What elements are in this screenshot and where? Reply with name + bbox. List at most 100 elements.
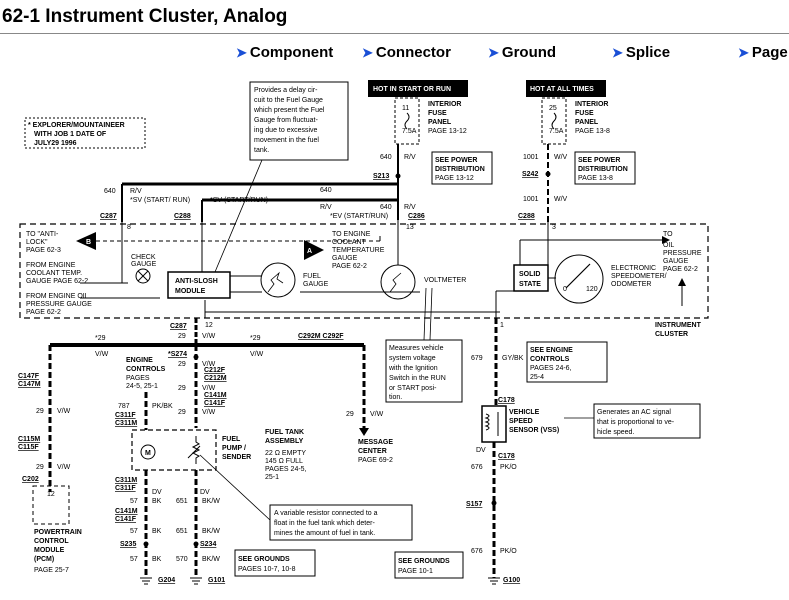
svg-text:that is proportional to ve: that is proportional to ve- bbox=[597, 419, 675, 426]
nav-component-link[interactable]: ➤Component bbox=[236, 44, 334, 61]
svg-text:*EV (START/RUN): *EV (START/RUN) bbox=[330, 213, 388, 220]
fuel-pump-motor-icon bbox=[140, 444, 156, 460]
svg-text:C286: C286 bbox=[408, 213, 425, 220]
svg-text:PAGE 13-8: PAGE 13-8 bbox=[578, 175, 613, 182]
svg-text:BK/W: BK/W bbox=[202, 498, 220, 505]
see-power-dist-right[interactable] bbox=[574, 151, 636, 185]
svg-text:GAUGE: GAUGE bbox=[332, 255, 358, 262]
ground-icon bbox=[190, 577, 202, 585]
svg-text:W/V: W/V bbox=[554, 196, 568, 203]
svg-text:V/W: V/W bbox=[57, 408, 71, 415]
svg-text:Gauge from fluctuat-: Gauge from fluctuat- bbox=[254, 117, 318, 124]
svg-text:SEE GROUNDS: SEE GROUNDS bbox=[398, 558, 450, 565]
svg-text:C311M: C311M bbox=[115, 420, 137, 427]
svg-text:*29: *29 bbox=[95, 335, 106, 342]
svg-text:R/V: R/V bbox=[404, 154, 416, 161]
svg-text:MESSAGE: MESSAGE bbox=[358, 439, 393, 446]
svg-text:Switch in the RUN: Switch in the RUN bbox=[389, 375, 446, 382]
svg-text:8: 8 bbox=[127, 224, 131, 231]
svg-text:G204: G204 bbox=[158, 577, 175, 584]
svg-text:C287: C287 bbox=[170, 323, 187, 330]
svg-text:TO ENGINE: TO ENGINE bbox=[332, 231, 371, 238]
svg-text:29: 29 bbox=[178, 409, 186, 416]
svg-text:57: 57 bbox=[130, 528, 138, 535]
svg-text:FUSE: FUSE bbox=[575, 110, 594, 117]
svg-text:TO: TO bbox=[663, 231, 673, 238]
svg-text:W/V: W/V bbox=[554, 154, 568, 161]
svg-text:INTERIOR: INTERIOR bbox=[575, 101, 608, 108]
svg-text:CHECK: CHECK bbox=[131, 254, 156, 261]
svg-text:25: 25 bbox=[549, 105, 557, 112]
svg-text:R/V: R/V bbox=[404, 204, 416, 211]
svg-text:hicle speed.: hicle speed. bbox=[597, 429, 634, 436]
svg-text:C141M: C141M bbox=[115, 508, 138, 515]
svg-text:(PCM): (PCM) bbox=[34, 556, 54, 563]
svg-text:PAGE 69-2: PAGE 69-2 bbox=[358, 457, 393, 464]
see-grounds-a[interactable] bbox=[234, 549, 316, 577]
see-engine-controls-box[interactable] bbox=[526, 341, 608, 383]
svg-text:0: 0 bbox=[563, 286, 567, 293]
svg-text:PK/O: PK/O bbox=[500, 464, 517, 471]
nav-page-link[interactable]: ➤Page bbox=[738, 44, 788, 61]
svg-text:120: 120 bbox=[586, 286, 598, 293]
svg-text:PAGE 10-1: PAGE 10-1 bbox=[398, 568, 433, 575]
see-grounds-b[interactable] bbox=[394, 551, 464, 579]
svg-text:1: 1 bbox=[500, 322, 504, 329]
svg-text:C141M: C141M bbox=[204, 392, 227, 399]
svg-text:*S274: *S274 bbox=[168, 351, 187, 358]
fuse-panel-right bbox=[541, 97, 567, 145]
hot-all-times-label: HOT AT ALL TIMES bbox=[530, 86, 594, 93]
svg-text:29: 29 bbox=[178, 333, 186, 340]
svg-text:CONTROL: CONTROL bbox=[34, 538, 69, 545]
nav-splice-link[interactable]: ➤Splice bbox=[612, 44, 671, 61]
svg-text:WITH JOB 1 DATE OF: WITH JOB 1 DATE OF bbox=[34, 131, 107, 138]
nav-connector-link[interactable]: ➤Connector bbox=[362, 44, 451, 61]
connector-b-marker bbox=[76, 232, 96, 250]
svg-text:C178: C178 bbox=[498, 453, 515, 460]
svg-text:PUMP /: PUMP / bbox=[222, 445, 246, 452]
see-power-dist-left[interactable] bbox=[431, 151, 493, 185]
instrument-cluster-box bbox=[19, 223, 709, 319]
svg-text:C311F: C311F bbox=[115, 412, 136, 419]
arrow-circle-icon: ➤ bbox=[738, 45, 749, 60]
svg-text:11: 11 bbox=[402, 105, 409, 112]
fuel-sender-resistor-icon bbox=[191, 436, 201, 464]
svg-text:A: A bbox=[307, 248, 312, 255]
svg-text:R/V: R/V bbox=[130, 188, 142, 195]
svg-text:S157: S157 bbox=[466, 501, 482, 508]
svg-text:C141F: C141F bbox=[115, 516, 137, 523]
svg-text:V/W: V/W bbox=[202, 409, 216, 416]
svg-text:145 Ω FULL: 145 Ω FULL bbox=[265, 458, 303, 465]
svg-text:V/W: V/W bbox=[57, 464, 71, 471]
svg-text:640: 640 bbox=[380, 204, 392, 211]
solid-state-module bbox=[513, 264, 549, 292]
svg-text:29: 29 bbox=[178, 361, 186, 368]
pcm-connector bbox=[32, 485, 70, 525]
svg-text:676: 676 bbox=[471, 548, 483, 555]
svg-text:Measures vehicle: Measures vehicle bbox=[389, 345, 444, 352]
svg-text:TEMPERATURE: TEMPERATURE bbox=[332, 247, 385, 254]
svg-text:with the Ignition: with the Ignition bbox=[388, 365, 438, 372]
svg-text:651: 651 bbox=[176, 498, 188, 505]
svg-text:PANEL: PANEL bbox=[575, 119, 599, 126]
nav-bar: ➤Component ➤Connector ➤Ground ➤Splice ➤P… bbox=[0, 44, 789, 66]
svg-text:PRESSURE: PRESSURE bbox=[663, 250, 702, 257]
svg-text:FUEL: FUEL bbox=[222, 436, 241, 443]
svg-text:SENSOR (VSS): SENSOR (VSS) bbox=[509, 427, 559, 434]
svg-text:24-5, 25-1: 24-5, 25-1 bbox=[126, 383, 158, 390]
svg-text:ing due to excessive: ing due to excessive bbox=[254, 127, 318, 134]
arrow-circle-icon: ➤ bbox=[236, 45, 247, 60]
svg-text:C115M: C115M bbox=[18, 436, 40, 443]
svg-text:787: 787 bbox=[118, 403, 130, 410]
nav-ground-link[interactable]: ➤Ground bbox=[488, 44, 557, 61]
svg-text:PAGES 24-5,: PAGES 24-5, bbox=[265, 466, 307, 473]
svg-text:COOLANT TEMP.: COOLANT TEMP. bbox=[26, 270, 82, 277]
svg-text:PAGE 13-8: PAGE 13-8 bbox=[575, 128, 610, 135]
svg-text:STATE: STATE bbox=[519, 281, 541, 288]
svg-text:VOLTMETER: VOLTMETER bbox=[424, 277, 466, 284]
svg-text:29: 29 bbox=[36, 464, 44, 471]
svg-text:SOLID: SOLID bbox=[519, 271, 540, 278]
arrow-circle-icon: ➤ bbox=[362, 45, 373, 60]
svg-text:POWERTRAIN: POWERTRAIN bbox=[34, 529, 82, 536]
svg-text:or START posi-: or START posi- bbox=[389, 385, 437, 392]
